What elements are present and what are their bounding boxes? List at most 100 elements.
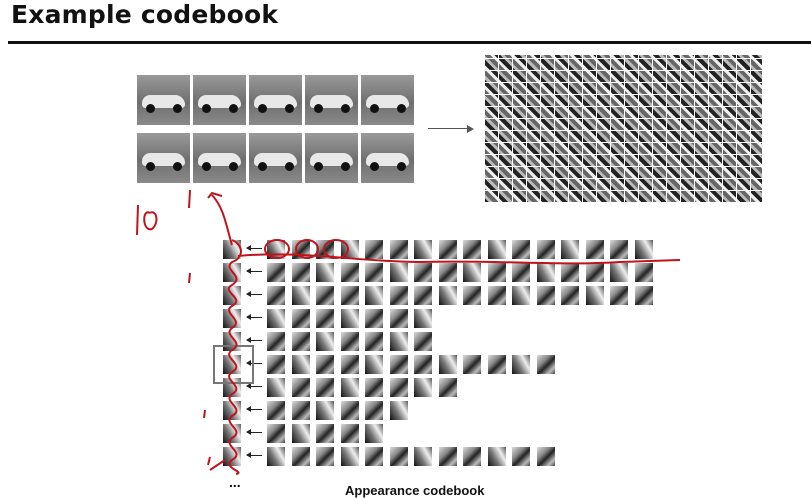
extraction-arrow-head <box>467 125 474 133</box>
cluster-member-patch <box>389 332 408 351</box>
left-arrow-icon <box>246 360 262 366</box>
cluster-member-patch <box>389 355 408 374</box>
cluster-member-patch <box>340 286 359 305</box>
cluster-member-patch <box>389 447 408 466</box>
cluster-member-patch <box>610 240 628 259</box>
cluster-center-patch <box>223 447 241 466</box>
cluster-member-patch <box>585 240 604 259</box>
cluster-member-patch <box>512 240 530 259</box>
cluster-center-patch <box>223 378 241 397</box>
slide-title: Example codebook <box>11 0 279 29</box>
cluster-member-patch <box>561 263 579 282</box>
training-car-images <box>137 75 414 184</box>
training-car-thumbnail <box>193 75 246 125</box>
cluster-member-patch <box>414 309 432 328</box>
cluster-member-patch <box>316 263 334 282</box>
cluster-member-patch <box>438 286 457 305</box>
cluster-member-patch <box>291 447 310 466</box>
cluster-member-patch <box>561 286 579 305</box>
cluster-member-patch <box>267 286 285 305</box>
cluster-member-patch <box>463 263 481 282</box>
cluster-member-patch <box>316 332 334 351</box>
cluster-member-patch <box>316 401 334 420</box>
cluster-member-patch <box>267 401 285 420</box>
cluster-member-patch <box>512 286 530 305</box>
extracted-patches-mosaic <box>484 55 762 203</box>
cluster-member-patch <box>389 309 408 328</box>
cluster-member-patch <box>267 309 285 328</box>
cluster-member-patch <box>414 447 432 466</box>
ink-arrow-up <box>207 191 233 246</box>
cluster-member-patch <box>610 263 628 282</box>
cluster-member-patch <box>463 286 481 305</box>
appearance-codebook-caption: Appearance codebook <box>345 483 485 498</box>
cluster-member-patch <box>291 355 310 374</box>
cluster-member-patch <box>316 378 334 397</box>
cluster-member-patch <box>438 240 457 259</box>
cluster-center-patch <box>223 332 241 351</box>
training-car-thumbnail <box>137 133 190 183</box>
cluster-member-patch <box>389 378 408 397</box>
cluster-member-patch <box>340 401 359 420</box>
cluster-member-patch <box>316 424 334 443</box>
cluster-member-patch <box>365 286 383 305</box>
cluster-member-patch <box>365 263 383 282</box>
extraction-arrow <box>428 128 470 129</box>
left-arrow-icon <box>246 245 262 251</box>
cluster-member-patch <box>340 309 359 328</box>
cluster-member-patch <box>414 286 432 305</box>
cluster-member-patch <box>463 447 481 466</box>
cluster-member-patch <box>291 263 310 282</box>
left-arrow-icon <box>246 337 262 343</box>
cluster-member-patch <box>438 378 457 397</box>
cluster-member-patch <box>291 286 310 305</box>
cluster-center-patch <box>223 355 241 374</box>
cluster-member-patch <box>512 355 530 374</box>
training-car-thumbnail <box>249 133 302 183</box>
cluster-member-patch <box>267 240 285 259</box>
cluster-member-patch <box>414 263 432 282</box>
cluster-member-patch <box>389 263 408 282</box>
cluster-member-patch <box>365 309 383 328</box>
cluster-member-patch <box>487 240 506 259</box>
cluster-member-patch <box>536 355 555 374</box>
training-car-thumbnail <box>249 75 302 125</box>
cluster-member-patch <box>634 240 653 259</box>
left-arrow-icon <box>246 383 262 389</box>
cluster-member-patch <box>291 332 310 351</box>
cluster-member-patch <box>365 240 383 259</box>
ink-side-marks <box>188 272 226 471</box>
cluster-member-patch <box>267 378 285 397</box>
cluster-center-patch <box>223 286 241 305</box>
cluster-member-patch <box>316 447 334 466</box>
training-car-thumbnail <box>305 75 358 125</box>
cluster-member-patch <box>267 447 285 466</box>
cluster-member-patch <box>316 286 334 305</box>
cluster-member-patch <box>365 378 383 397</box>
left-arrow-icon <box>246 268 262 274</box>
cluster-member-patch <box>365 401 383 420</box>
cluster-member-patch <box>389 286 408 305</box>
cluster-member-patch <box>585 286 604 305</box>
cluster-member-patch <box>291 401 310 420</box>
cluster-member-patch <box>291 309 310 328</box>
cluster-member-patch <box>340 332 359 351</box>
title-underline <box>8 41 811 44</box>
cluster-center-patch <box>223 424 241 443</box>
cluster-center-patch <box>223 309 241 328</box>
cluster-member-patch <box>463 355 481 374</box>
cluster-member-patch <box>316 309 334 328</box>
cluster-member-patch <box>316 355 334 374</box>
cluster-member-patch <box>291 240 310 259</box>
cluster-member-patch <box>340 240 359 259</box>
cluster-member-patch <box>267 424 285 443</box>
cluster-member-patch <box>267 332 285 351</box>
cluster-member-patch <box>291 378 310 397</box>
cluster-member-patch <box>291 424 310 443</box>
cluster-member-patch <box>585 263 604 282</box>
cluster-member-patch <box>340 263 359 282</box>
cluster-member-patch <box>340 378 359 397</box>
cluster-member-patch <box>438 263 457 282</box>
cluster-center-patch <box>223 263 241 282</box>
cluster-member-patch <box>365 355 383 374</box>
